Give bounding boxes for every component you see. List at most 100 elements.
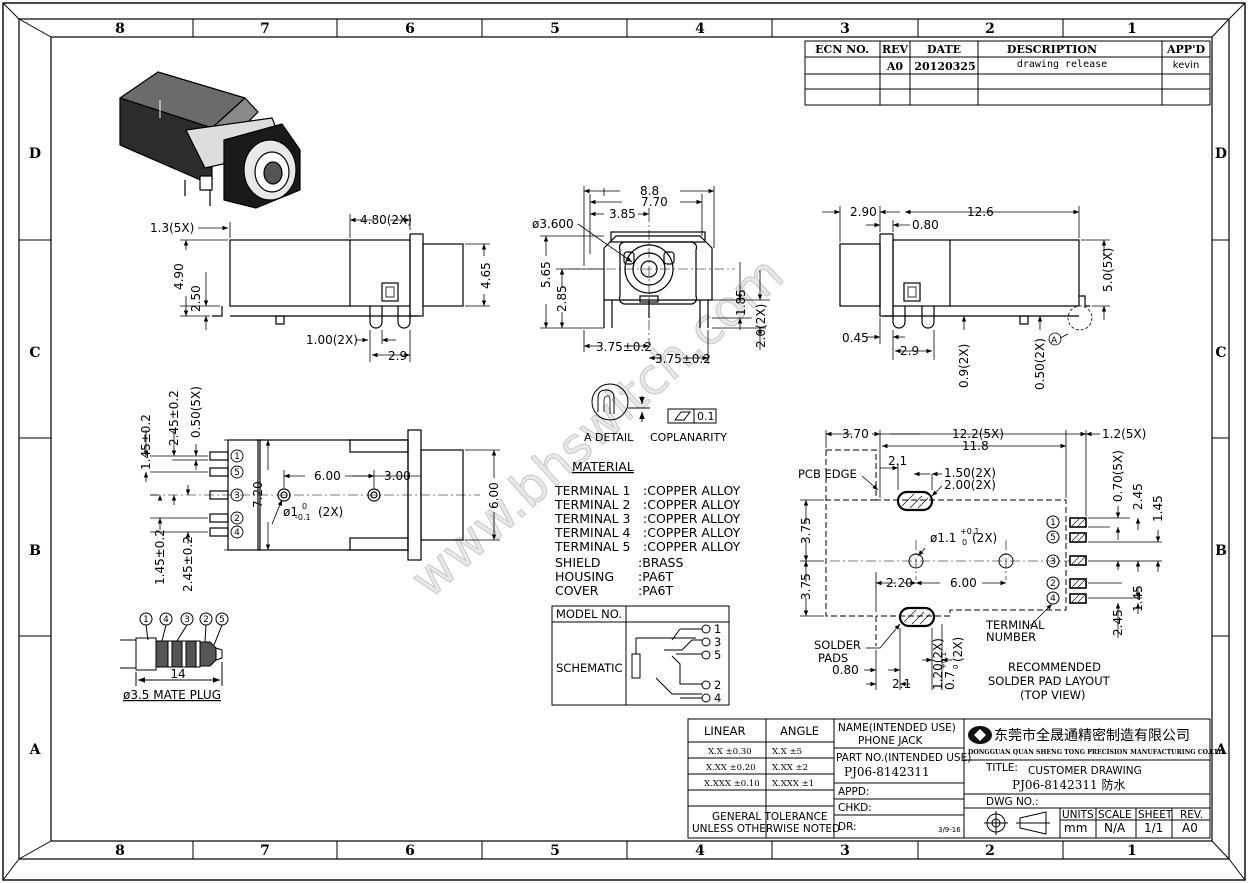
schematic-pin: 5 <box>714 648 721 662</box>
recommended-label-3: (TOP VIEW) <box>1020 688 1086 702</box>
dim-label: 2.45 <box>1131 483 1145 510</box>
dim-label: 2.45 <box>1111 609 1125 636</box>
pin-number: 4 <box>163 615 169 625</box>
material-value: :PA6T <box>638 569 673 584</box>
part-no-label: PART NO.(INTENDED USE) <box>836 752 971 764</box>
dim-label: 2.00(2X) <box>944 478 996 492</box>
coplanarity-value: 0.1 <box>697 410 715 423</box>
pin-number: 4 <box>1050 594 1056 604</box>
pin-number: 3 <box>1050 557 1056 567</box>
right-side-view-dimensions <box>822 206 1110 360</box>
top-view-pin-numbers: 1 5 3 2 4 <box>234 452 240 538</box>
rev-header-rev: REV <box>882 43 909 56</box>
dim-label: ø3.600 <box>532 217 574 231</box>
material-value: :COPPER ALLOY <box>643 483 741 498</box>
company-name-en: DONGGUAN QUAN SHENG TONG PRECISION MANUF… <box>968 749 1224 756</box>
dr-date: 3/9-16 <box>938 826 961 834</box>
company-name-cn: 东莞市全晟通精密制造有限公司 <box>994 727 1190 744</box>
col-label-6: 6 <box>405 21 415 37</box>
dwg-no-label: DWG NO.: <box>986 796 1039 808</box>
dim-label: 12.6 <box>967 205 994 219</box>
tolerance-angle: X.X ±5 <box>772 747 802 757</box>
material-value: :COPPER ALLOY <box>643 525 741 540</box>
dim-label: 2.85 <box>555 285 569 312</box>
sheet-label: SHEET <box>1138 809 1173 821</box>
row-label-a: A <box>29 742 42 758</box>
title-part: PJ06-8142311 防水 <box>1012 777 1125 792</box>
dim-label: (2X) <box>951 637 965 662</box>
mate-plug-labels: 1 4 3 2 5 14 ø3.5 MATE PLUG <box>123 615 225 702</box>
isometric-jack-view <box>119 71 301 209</box>
name-value: PHONE JACK <box>858 735 924 747</box>
dim-label: 3.00 <box>384 469 411 483</box>
col-label-8: 8 <box>115 21 125 37</box>
dr-label: DR: <box>838 821 857 833</box>
solder-pad-pin-numbers: 1 5 3 2 4 <box>1050 518 1056 604</box>
sheet-value: 1/1 <box>1144 821 1163 835</box>
revision-table: ECN NO. REV DATE DESCRIPTION APP'D A0 20… <box>804 40 1211 106</box>
dim-label: 0.80 <box>832 663 859 677</box>
material-title: MATERIAL <box>572 459 634 474</box>
schematic-pin: 3 <box>714 635 721 649</box>
tolerance-linear: X.XX ±0.20 <box>706 763 756 773</box>
a-detail-label: A DETAIL <box>584 431 634 444</box>
pin-number: 1 <box>143 615 149 625</box>
general-tolerance-label: GENERAL TOLERANCE <box>712 811 828 823</box>
dim-label: 2.1 <box>888 454 907 468</box>
dim-label: ø1.1 <box>930 531 956 545</box>
mate-plug-label: ø3.5 MATE PLUG <box>123 688 221 702</box>
front-view-dimensions <box>540 186 770 364</box>
name-label: NAME(INTENDED USE) <box>838 722 956 734</box>
top-view-dimensions <box>143 430 500 551</box>
dim-label: 12.2(5X) <box>952 427 1004 441</box>
dim-label: 2.50 <box>189 285 203 312</box>
dim-label: 7.20 <box>251 481 265 508</box>
dim-label: 0.50(5X) <box>189 386 203 438</box>
title-value: CUSTOMER DRAWING <box>1028 765 1142 777</box>
title-block-text: LINEAR ANGLE X.X ±0.30 X.X ±5 X.XX ±0.20… <box>692 722 1224 835</box>
recommended-label-2: SOLDER PAD LAYOUT <box>988 674 1111 688</box>
dim-tol-upper: +0.1 <box>960 527 979 536</box>
pin-number: 1 <box>1050 518 1056 528</box>
solder-pads-label-2: PADS <box>818 651 848 665</box>
projection-symbol-icon <box>984 811 1050 835</box>
col-label-3-bottom: 3 <box>840 843 850 859</box>
dim-label: 0.80 <box>912 218 939 232</box>
material-value: :PA6T <box>638 583 673 598</box>
side-view-dim-labels: 1.3(5X) 4.80(2X) 4.90 2.50 4.65 1.00(2X)… <box>150 213 493 363</box>
terminal-number-label-1: TERMINAL <box>985 618 1045 632</box>
schematic-pin: 2 <box>714 678 721 692</box>
linear-label: LINEAR <box>704 724 746 738</box>
col-label-1: 1 <box>1127 21 1137 37</box>
dim-label: 8.8 <box>640 184 659 198</box>
dim-label: ø1 <box>283 505 298 519</box>
schematic-pin: 1 <box>714 622 721 636</box>
dim-label: 1.20(2X) <box>931 638 945 690</box>
dim-label: 0.70(5X) <box>1111 450 1125 502</box>
dim-label: (2X) <box>972 531 997 545</box>
pcb-edge-label: PCB EDGE <box>798 467 857 481</box>
dim-label: (2X) <box>318 505 343 519</box>
dim-label: 1.00(2X) <box>306 333 358 347</box>
dim-label: 6.00 <box>950 576 977 590</box>
pin-number: 3 <box>234 491 240 501</box>
rev-value: A0 <box>1182 821 1198 835</box>
right-side-view-dim-labels: 2.90 12.6 0.80 5.0(5X) 0.45 2.9 0.9(2X) … <box>842 205 1115 390</box>
dim-label: 3.70 <box>842 427 869 441</box>
row-label-c-right: C <box>1215 345 1226 361</box>
part-no-value: PJ06-8142311 <box>844 765 930 779</box>
dim-label: 4.80(2X) <box>360 213 412 227</box>
angle-label: ANGLE <box>780 724 819 738</box>
material-value: :COPPER ALLOY <box>643 511 741 526</box>
row-label-c: C <box>29 345 40 361</box>
dim-label: 2.45±0.2 <box>181 536 195 592</box>
appd-label: APPD: <box>838 786 869 798</box>
row-label-a-right: A <box>1215 742 1228 758</box>
dim-label: 3.75±0.2 <box>596 340 652 354</box>
material-value: :COPPER ALLOY <box>643 539 741 554</box>
model-no-label: MODEL NO. <box>556 607 622 621</box>
material-part: COVER <box>555 583 599 598</box>
dim-label: 0.50(2X) <box>1033 338 1047 390</box>
